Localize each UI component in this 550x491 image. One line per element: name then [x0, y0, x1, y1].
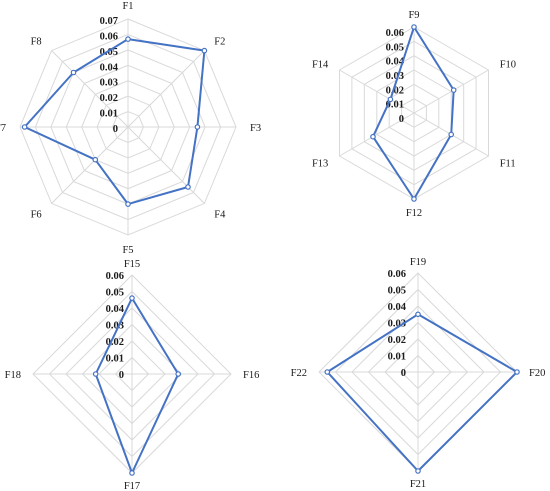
category-label: F7 [0, 123, 6, 134]
tick-label: 0 [401, 368, 406, 379]
data-point [370, 133, 376, 140]
tick-label: 0.05 [386, 42, 404, 53]
tick-label: 0 [119, 370, 124, 381]
data-point [411, 24, 417, 30]
axis-spoke [51, 50, 129, 128]
data-point [415, 468, 421, 474]
data-point [92, 156, 99, 163]
category-label: F3 [250, 123, 261, 134]
data-point [411, 196, 417, 202]
category-label: F19 [410, 257, 426, 268]
tick-label: 0.01 [388, 352, 406, 363]
category-label: F16 [243, 370, 259, 381]
tick-label: 0.02 [386, 85, 404, 96]
data-point [324, 369, 331, 375]
data-point [201, 47, 208, 54]
category-label: F21 [410, 479, 426, 490]
data-point [125, 36, 131, 42]
category-label: F18 [5, 370, 21, 381]
tick-label: 0.01 [100, 109, 118, 120]
axis-spoke [339, 69, 415, 114]
axis-spoke [127, 126, 205, 204]
category-label: F11 [500, 159, 516, 170]
category-label: F15 [124, 259, 140, 270]
category-label: F9 [408, 10, 419, 21]
data-point [415, 311, 421, 318]
data-point [448, 131, 455, 138]
data-point [514, 369, 520, 375]
tick-label: 0 [399, 114, 404, 125]
tick-label: 0.02 [100, 93, 118, 104]
data-point [129, 470, 135, 476]
tick-label: 0.02 [388, 335, 406, 346]
category-label: F20 [529, 368, 545, 379]
data-point [125, 201, 131, 207]
category-label: F13 [312, 159, 328, 170]
data-point [92, 371, 99, 377]
category-label: F22 [291, 368, 307, 379]
tick-label: 0.06 [388, 269, 406, 280]
data-point [175, 371, 182, 377]
data-point [450, 87, 457, 93]
tick-label: 0.07 [100, 16, 118, 27]
tick-label: 0.06 [100, 31, 118, 42]
tick-label: 0.04 [100, 62, 119, 73]
tick-label: 0 [113, 124, 118, 135]
data-point [21, 124, 28, 130]
axis-spoke [127, 50, 205, 128]
data-point [387, 96, 394, 103]
data-point [70, 69, 77, 76]
tick-label: 0.06 [386, 28, 404, 39]
tick-label: 0.04 [388, 302, 407, 313]
category-label: F1 [122, 1, 133, 12]
tick-label: 0.03 [388, 319, 406, 330]
tick-label: 0.06 [106, 271, 124, 282]
tick-label: 0.01 [106, 354, 124, 365]
data-point [194, 124, 201, 130]
tick-label: 0.01 [386, 100, 404, 111]
category-label: F12 [406, 208, 422, 219]
data-point [129, 295, 135, 301]
category-label: F8 [31, 37, 42, 48]
category-label: F2 [214, 37, 225, 48]
tick-label: 0.05 [106, 288, 124, 299]
axis-spoke [51, 126, 129, 204]
category-label: F14 [312, 60, 329, 71]
tick-label: 0.04 [106, 304, 125, 315]
category-label: F4 [214, 209, 226, 220]
tick-label: 0.03 [386, 71, 404, 82]
category-label: F17 [124, 481, 140, 491]
tick-label: 0.05 [388, 286, 406, 297]
tick-label: 0.03 [106, 321, 124, 332]
axis-spoke [339, 112, 415, 157]
axis-spoke [413, 69, 489, 114]
data-point [185, 184, 191, 190]
tick-label: 0.02 [106, 337, 124, 348]
tick-label: 0.05 [100, 47, 118, 58]
category-label: F6 [31, 209, 42, 220]
tick-label: 0.03 [100, 78, 118, 89]
category-label: F5 [122, 245, 133, 256]
tick-label: 0.04 [386, 57, 405, 68]
category-label: F10 [500, 60, 516, 71]
